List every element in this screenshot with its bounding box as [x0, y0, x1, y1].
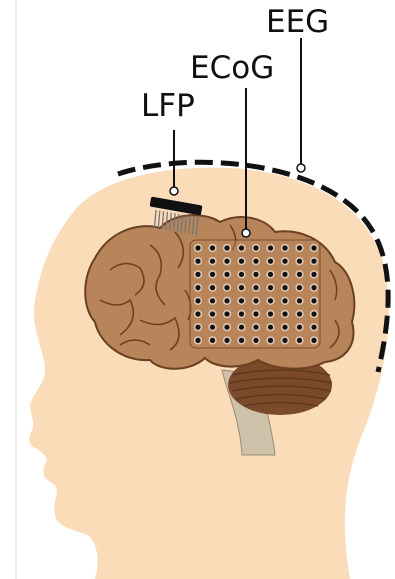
ecog-electrode-contact — [224, 272, 229, 277]
ecog-electrode-contact — [268, 338, 273, 343]
ecog-electrode-contact — [297, 285, 302, 290]
ecog-electrode-contact — [311, 245, 316, 250]
ecog-electrode-contact — [311, 338, 316, 343]
ecog-electrode-contact — [195, 285, 200, 290]
ecog-electrode-contact — [224, 325, 229, 330]
ecog-electrode-contact — [282, 272, 287, 277]
ecog-label: ECoG — [190, 50, 274, 86]
ecog-electrode-contact — [253, 272, 258, 277]
ecog-electrode-contact — [311, 259, 316, 264]
ecog-electrode-contact — [297, 311, 302, 316]
ecog-electrode-contact — [210, 272, 215, 277]
ecog-electrode-contact — [224, 259, 229, 264]
ecog-electrode-contact — [210, 338, 215, 343]
ecog-electrode-contact — [297, 325, 302, 330]
ecog-electrode-contact — [268, 311, 273, 316]
ecog-electrode-contact — [210, 325, 215, 330]
ecog-leader-dot — [242, 229, 250, 237]
eeg-leader-dot — [297, 164, 305, 172]
ecog-electrode-contact — [297, 259, 302, 264]
ecog-electrode-contact — [195, 338, 200, 343]
ecog-electrode-contact — [210, 311, 215, 316]
ecog-electrode-contact — [268, 325, 273, 330]
ecog-electrode-contact — [268, 272, 273, 277]
ecog-electrode-contact — [195, 325, 200, 330]
ecog-electrode-contact — [268, 298, 273, 303]
ecog-electrode-contact — [268, 285, 273, 290]
ecog-electrode-contact — [195, 311, 200, 316]
eeg-label: EEG — [266, 4, 329, 40]
ecog-electrode-contact — [311, 285, 316, 290]
ecog-electrode-contact — [195, 272, 200, 277]
ecog-electrode-contact — [282, 338, 287, 343]
ecog-electrode-contact — [253, 285, 258, 290]
ecog-electrode-contact — [297, 298, 302, 303]
ecog-electrode-contact — [195, 245, 200, 250]
ecog-electrode-contact — [311, 298, 316, 303]
ecog-electrode-contact — [311, 311, 316, 316]
ecog-electrode-contact — [297, 272, 302, 277]
ecog-electrode-contact — [224, 298, 229, 303]
ecog-electrode-contact — [224, 245, 229, 250]
ecog-electrode-contact — [210, 298, 215, 303]
ecog-electrode-contact — [282, 325, 287, 330]
ecog-electrode-contact — [239, 298, 244, 303]
ecog-electrode-contact — [282, 259, 287, 264]
lfp-label: LFP — [141, 88, 195, 124]
ecog-electrode-contact — [224, 311, 229, 316]
ecog-electrode-contact — [210, 245, 215, 250]
ecog-electrode-contact — [268, 259, 273, 264]
ecog-electrode-contact — [239, 325, 244, 330]
ecog-electrode-contact — [253, 338, 258, 343]
ecog-grid — [190, 240, 320, 348]
ecog-electrode-contact — [195, 298, 200, 303]
ecog-electrode-contact — [239, 338, 244, 343]
ecog-electrode-contact — [268, 245, 273, 250]
ecog-electrode-contact — [239, 259, 244, 264]
ecog-electrode-contact — [239, 272, 244, 277]
ecog-electrode-contact — [282, 245, 287, 250]
ecog-electrode-contact — [311, 325, 316, 330]
ecog-electrode-contact — [210, 259, 215, 264]
ecog-electrode-contact — [297, 338, 302, 343]
ecog-electrode-contact — [239, 245, 244, 250]
ecog-sheet — [190, 240, 320, 348]
ecog-electrode-contact — [297, 245, 302, 250]
ecog-electrode-contact — [224, 285, 229, 290]
lfp-leader-dot — [170, 187, 178, 195]
ecog-electrode-contact — [282, 285, 287, 290]
ecog-electrode-contact — [311, 272, 316, 277]
ecog-electrode-contact — [239, 285, 244, 290]
ecog-electrode-contact — [239, 311, 244, 316]
ecog-electrode-contact — [282, 298, 287, 303]
ecog-electrode-contact — [253, 298, 258, 303]
ecog-electrode-contact — [224, 338, 229, 343]
ecog-electrode-contact — [282, 311, 287, 316]
ecog-electrode-contact — [253, 245, 258, 250]
ecog-electrode-contact — [195, 259, 200, 264]
ecog-electrode-contact — [253, 311, 258, 316]
ecog-electrode-contact — [253, 325, 258, 330]
ecog-electrode-contact — [210, 285, 215, 290]
ecog-electrode-contact — [253, 259, 258, 264]
